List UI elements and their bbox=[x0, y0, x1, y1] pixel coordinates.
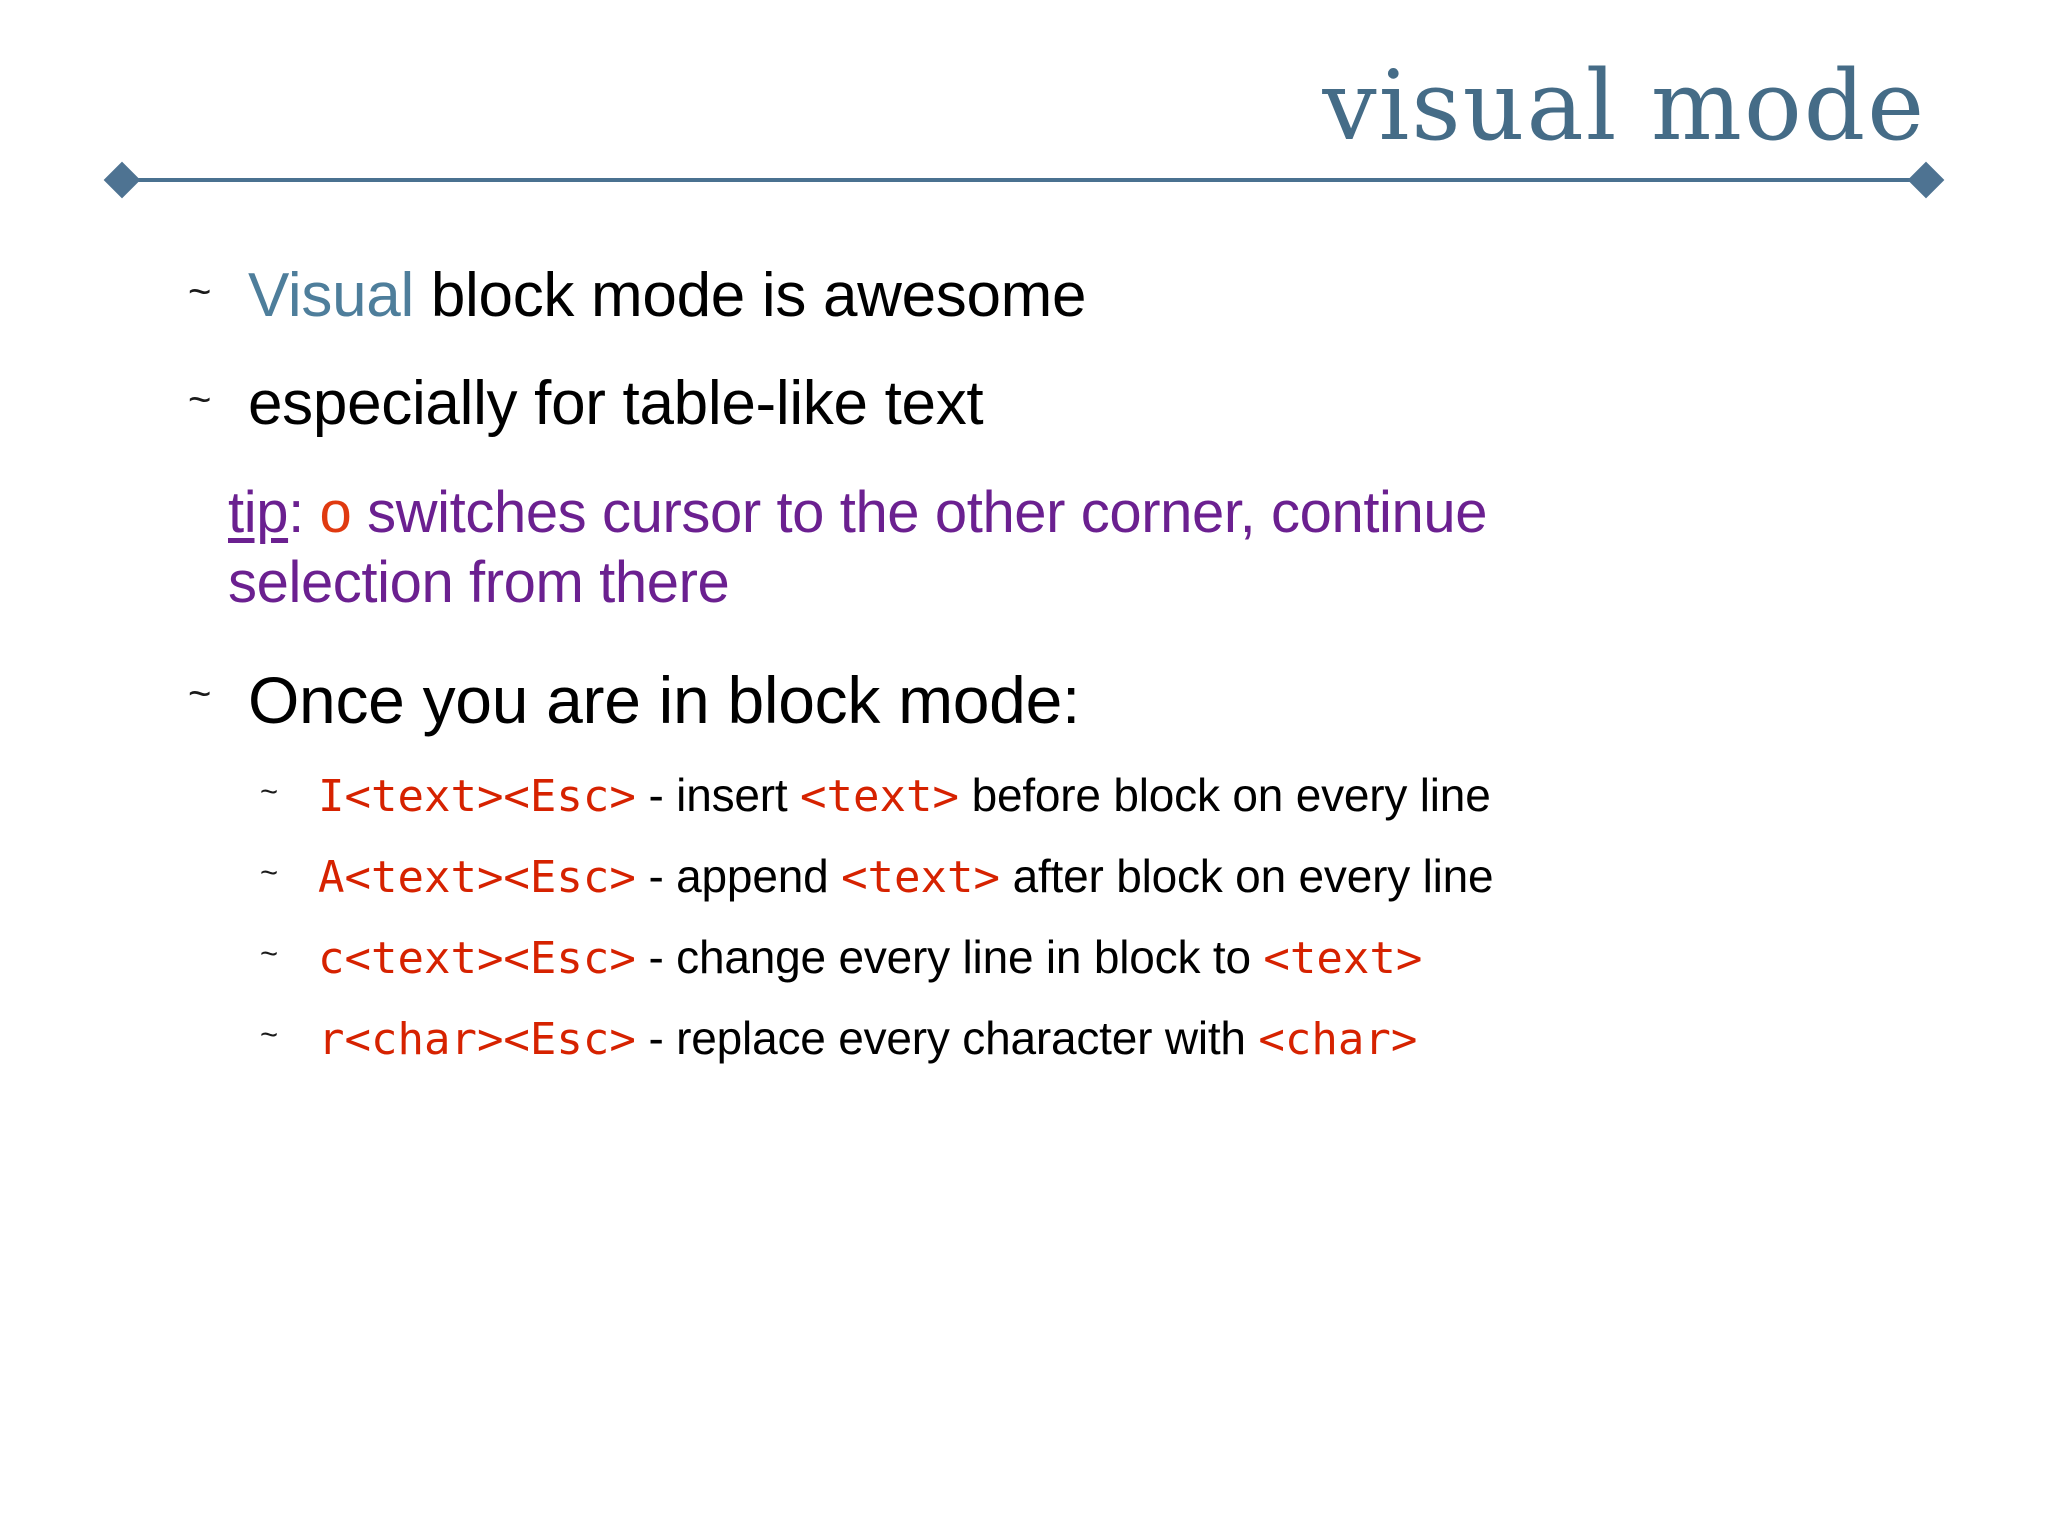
tip-separator: : bbox=[288, 480, 320, 546]
tip-label: tip bbox=[228, 480, 289, 546]
bullet-once-in-block-mode: ~ Once you are in block mode: bbox=[0, 662, 2048, 737]
command-code: A<text><Esc> bbox=[318, 852, 636, 904]
tilde-bullet-icon: ~ bbox=[188, 378, 212, 423]
divider-left-diamond-icon bbox=[103, 161, 141, 199]
bullet-text-visual-block-mode: block mode is awesome bbox=[413, 261, 1087, 330]
slide-body: ~ Visual block mode is awesome ~ especia… bbox=[0, 261, 2048, 1092]
tilde-bullet-icon: ~ bbox=[260, 774, 278, 810]
tilde-bullet-icon: ~ bbox=[260, 935, 278, 971]
command-separator: - change every line in block to bbox=[635, 930, 1264, 983]
bullet-table-like-text: ~ especially for table-like text bbox=[0, 370, 2048, 438]
bullet-visual-block-mode: ~ Visual block mode is awesome bbox=[0, 261, 2048, 330]
tilde-bullet-icon: ~ bbox=[188, 270, 212, 314]
command-code-arg: <text> bbox=[1263, 932, 1423, 984]
command-code: I<text><Esc> bbox=[318, 771, 636, 823]
command-separator: - replace every character with bbox=[635, 1011, 1259, 1064]
command-code: c<text><Esc> bbox=[318, 932, 636, 984]
command-insert-before-block: ~ I<text><Esc> - insert <text> before bl… bbox=[0, 768, 2048, 823]
command-code-arg: <text> bbox=[800, 771, 959, 823]
command-replace-every-character: ~ r<char><Esc> - replace every character… bbox=[0, 1011, 2048, 1066]
tip-text: switches cursor to the other corner, con… bbox=[228, 480, 1488, 615]
command-separator: - insert bbox=[635, 769, 801, 822]
command-append-after-block: ~ A<text><Esc> - append <text> after blo… bbox=[0, 849, 2048, 904]
bullet-text-once-in-block-mode: Once you are in block mode: bbox=[248, 662, 1081, 737]
command-change-every-line: ~ c<text><Esc> - change every line in bl… bbox=[0, 930, 2048, 985]
command-code-arg: <char> bbox=[1258, 1013, 1418, 1065]
tilde-bullet-icon: ~ bbox=[260, 855, 278, 891]
bullet-highlight-visual: Visual bbox=[248, 261, 414, 330]
divider-right-diamond-icon bbox=[1907, 161, 1945, 199]
tip-note: tip: o switches cursor to the other corn… bbox=[0, 478, 2048, 617]
tip-key-o: o bbox=[319, 480, 352, 546]
command-separator: - append bbox=[635, 850, 842, 903]
page-title: visual mode bbox=[1322, 50, 1926, 162]
command-code: r<char><Esc> bbox=[318, 1013, 636, 1065]
title-divider bbox=[103, 161, 1945, 199]
command-tail: after block on every line bbox=[1000, 850, 1494, 903]
tilde-bullet-icon: ~ bbox=[260, 1016, 278, 1052]
bullet-text-table-like-text: especially for table-like text bbox=[248, 369, 984, 439]
command-tail: before block on every line bbox=[959, 769, 1491, 822]
tilde-bullet-icon: ~ bbox=[188, 671, 212, 716]
command-code-arg: <text> bbox=[841, 852, 1001, 904]
